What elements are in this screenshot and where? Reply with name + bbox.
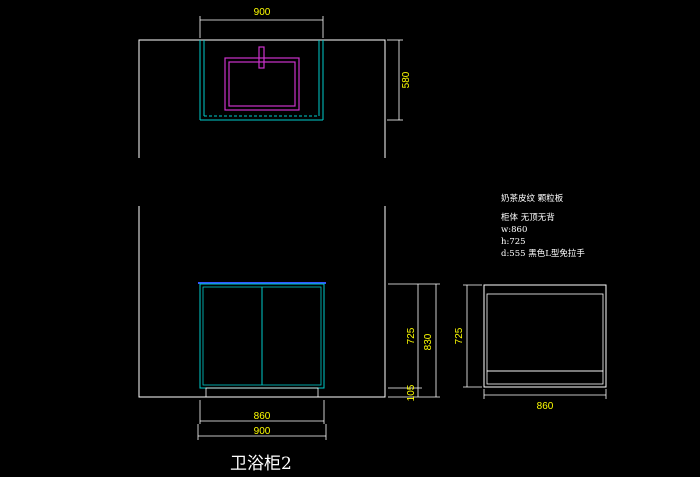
note-height: h:725	[501, 237, 526, 247]
faucet	[258, 46, 265, 69]
front-plinth-height-label: 105	[406, 384, 417, 401]
top-view: 900 580	[138, 7, 412, 158]
basin-inner	[228, 61, 296, 107]
front-carcass-height-label: 725	[406, 327, 417, 344]
note-material: 奶茶皮纹 颗粒板	[501, 193, 564, 204]
spec-notes: 奶茶皮纹 颗粒板 柜体 无顶无背 w:860 h:725 d:555 黑色L型免…	[501, 193, 585, 259]
side-carcass-outer	[483, 284, 607, 388]
side-carcass-inner	[486, 293, 604, 372]
side-view: 725 860	[454, 284, 607, 412]
side-height-label: 725	[454, 327, 465, 344]
note-depth-handle: d:555 黑色L型免拉手	[501, 248, 585, 259]
front-view: 860 900 725 105 830	[138, 206, 440, 440]
plinth	[205, 387, 319, 398]
front-overall-width-label: 900	[254, 426, 271, 437]
note-carcass: 柜体 无顶无背	[501, 212, 555, 223]
basin-outer	[224, 57, 300, 111]
front-carcass-width-label: 860	[254, 411, 271, 422]
top-width-label: 900	[254, 7, 271, 18]
side-width-label: 860	[537, 401, 554, 412]
drawing-title: 卫浴柜2	[230, 454, 292, 474]
note-width: w:860	[501, 225, 527, 235]
side-carcass-base	[486, 370, 604, 385]
top-depth-label: 580	[401, 71, 412, 88]
front-overall-height-label: 830	[423, 333, 434, 350]
top-view-wall-outline	[138, 39, 386, 158]
